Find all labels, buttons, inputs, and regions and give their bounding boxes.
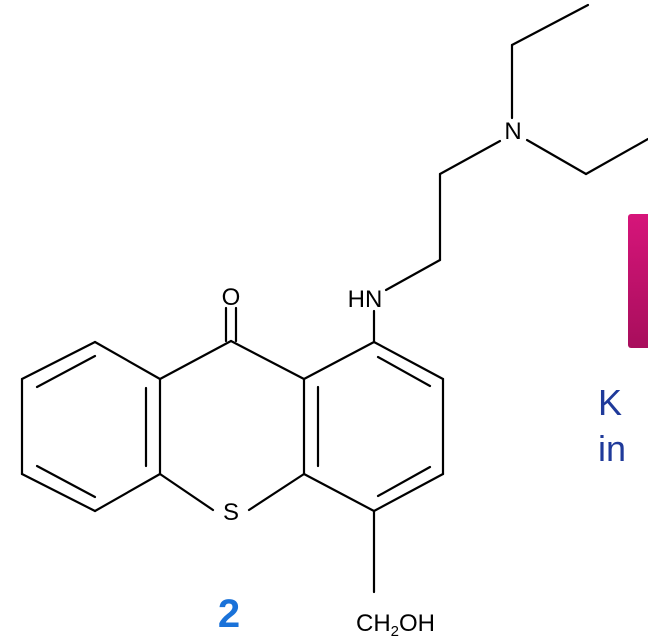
accent-box: [628, 214, 648, 348]
atom-labels: O HN N S CH2OH: [222, 118, 522, 640]
amine-n-label: N: [504, 118, 521, 145]
bonds: [20, 3, 648, 594]
ch2oh-c: CH: [356, 610, 391, 637]
ch2oh-label: CH2OH: [356, 610, 435, 640]
oxygen-atom-label: O: [222, 284, 241, 311]
compound-number-label: 2: [218, 592, 240, 636]
side-text-line-2: in: [598, 428, 627, 469]
ch2oh-subscript: 2: [391, 623, 399, 640]
amine-nh-label: HN: [348, 286, 383, 313]
side-text-line-1: K: [598, 382, 623, 423]
sulfur-atom-label: S: [223, 499, 239, 526]
ch2oh-oh: OH: [399, 610, 435, 637]
